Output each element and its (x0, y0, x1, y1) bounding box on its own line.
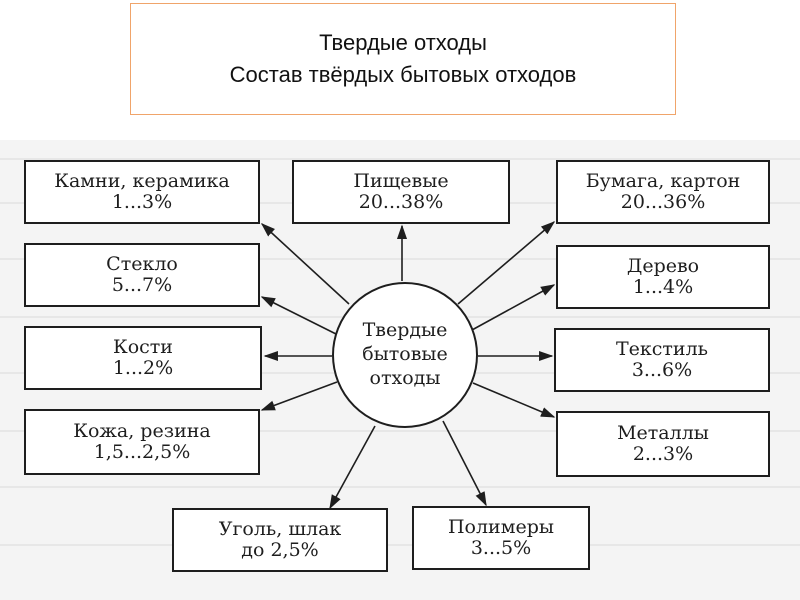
category-name: Стекло (106, 252, 178, 275)
category-name: Дерево (626, 254, 700, 277)
category-name: Пищевые (353, 169, 449, 192)
category-name: Уголь, шлак (218, 517, 342, 540)
category-share: 20...36% (620, 191, 706, 213)
category-box-kozha-rezina: Кожа, резина 1,5...2,5% (24, 409, 260, 475)
arrow-to-kozha (260, 381, 338, 411)
slide-title: Твердые отходы Состав твёрдых бытовых от… (130, 3, 676, 115)
hub-line-2: бытовые (362, 343, 448, 366)
category-box-bumaga-karton: Бумага, картон 20...36% (556, 160, 770, 224)
hub-circle-solid-waste: Твердые бытовые отходы (332, 282, 478, 428)
arrow-to-ugol (329, 425, 376, 510)
category-box-tekstil: Текстиль 3...6% (554, 328, 770, 392)
category-name: Камни, керамика (54, 169, 230, 192)
category-share: 1...4% (632, 276, 694, 298)
category-name: Текстиль (615, 337, 709, 360)
category-share: 2...3% (632, 443, 694, 465)
category-box-pishchevye: Пищевые 20...38% (292, 160, 510, 224)
arrow-to-kamni (260, 223, 350, 305)
category-share: 3...6% (631, 359, 693, 381)
category-share: 20...38% (358, 191, 444, 213)
arrow-to-metally (472, 382, 556, 418)
category-box-polimery: Полимеры 3...5% (412, 506, 590, 570)
hub-line-1: Твердые (362, 319, 448, 342)
arrow-to-steklo (260, 296, 337, 335)
category-name: Кости (113, 335, 173, 358)
category-share: 3...5% (470, 537, 532, 559)
category-box-kamni-keramika: Камни, керамика 1...3% (24, 160, 260, 224)
category-share: 1,5...2,5% (93, 441, 191, 463)
arrow-to-polimery (442, 420, 487, 507)
category-box-steklo: Стекло 5...7% (24, 243, 260, 307)
category-share: 1...3% (111, 191, 173, 213)
category-share: 5...7% (111, 274, 173, 296)
category-share: до 2,5% (241, 539, 319, 561)
category-name: Металлы (617, 421, 709, 444)
arrow-to-bumaga (457, 221, 556, 305)
category-box-ugol-shlak: Уголь, шлак до 2,5% (172, 508, 388, 572)
title-line-1: Твердые отходы (319, 30, 487, 56)
category-name: Кожа, резина (73, 419, 211, 442)
category-share: 1...2% (112, 357, 174, 379)
arrow-to-derevo (471, 284, 556, 331)
category-box-kosti: Кости 1...2% (24, 326, 262, 390)
category-box-derevo: Дерево 1...4% (556, 245, 770, 309)
category-box-metally: Металлы 2...3% (556, 411, 770, 477)
category-name: Бумага, картон (585, 169, 741, 192)
category-name: Полимеры (447, 515, 555, 538)
title-line-2: Состав твёрдых бытовых отходов (229, 62, 577, 87)
hub-line-3: отходы (369, 366, 441, 389)
